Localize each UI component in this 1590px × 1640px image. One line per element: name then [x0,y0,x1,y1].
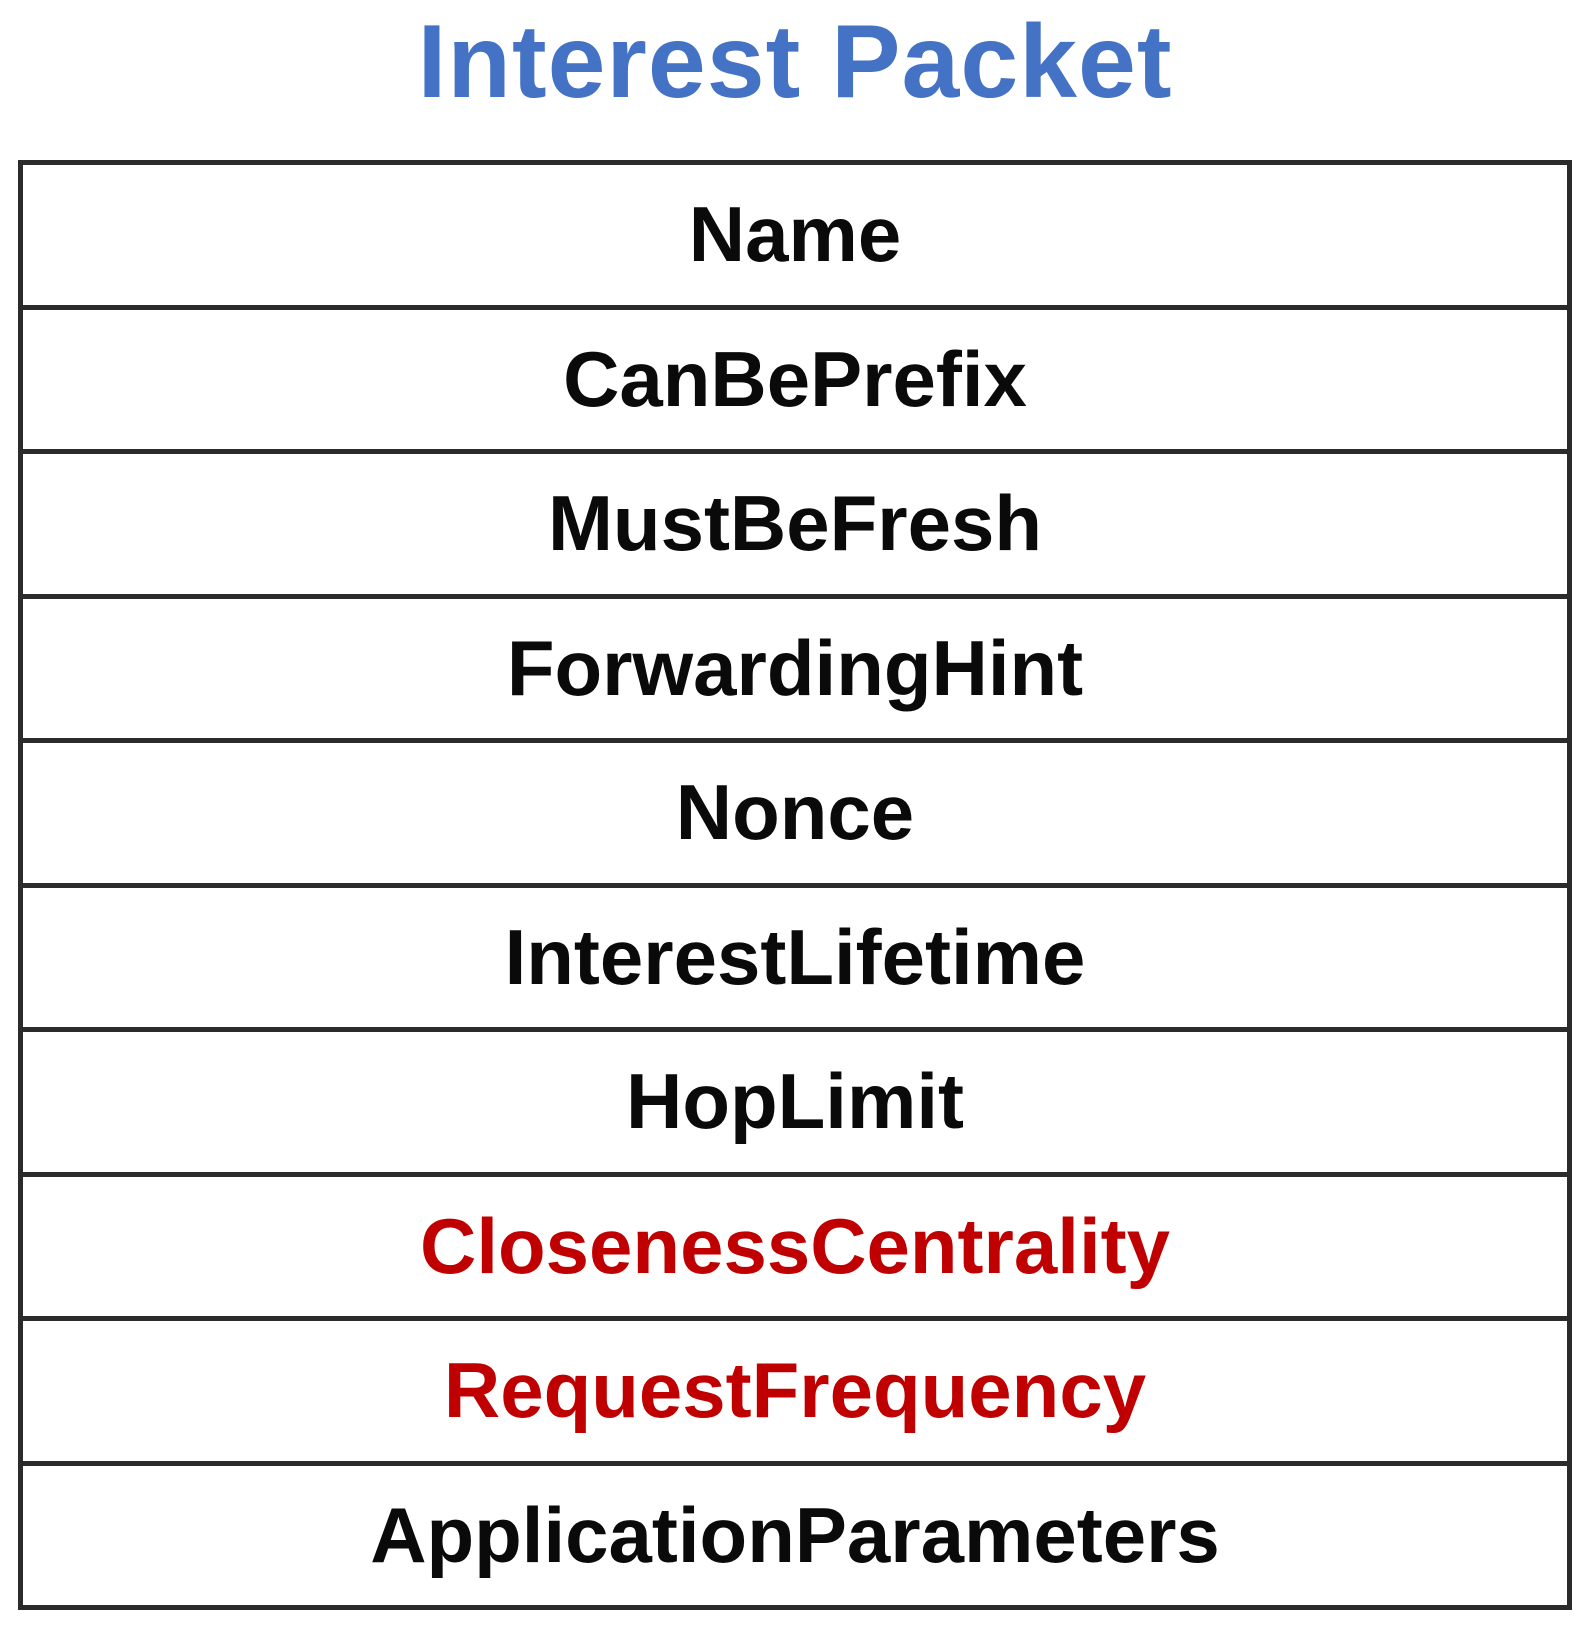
packet-field-label: ApplicationParameters [370,1490,1220,1579]
packet-field-row: Nonce [23,743,1567,888]
page-title: Interest Packet [417,4,1173,120]
packet-field-label: CanBePrefix [563,334,1027,423]
packet-field-row: HopLimit [23,1032,1567,1177]
packet-field-row: CanBePrefix [23,309,1567,454]
packet-field-row: ApplicationParameters [23,1465,1567,1605]
packet-field-row: Name [23,165,1567,310]
packet-field-row: MustBeFresh [23,454,1567,599]
packet-field-row: ClosenessCentrality [23,1176,1567,1321]
packet-field-label: MustBeFresh [547,479,1043,568]
packet-field-label: ForwardingHint [506,623,1084,712]
interest-packet-table: Name CanBePrefix MustBeFresh ForwardingH… [18,160,1572,1610]
packet-field-label: InterestLifetime [504,912,1086,1001]
packet-field-label: RequestFrequency [443,1346,1147,1435]
packet-field-row: InterestLifetime [23,887,1567,1032]
packet-field-row: ForwardingHint [23,598,1567,743]
packet-field-label: Name [688,190,902,279]
packet-field-label: Nonce [675,768,915,857]
packet-field-label: ClosenessCentrality [420,1201,1170,1290]
packet-field-label: HopLimit [626,1057,964,1146]
packet-field-row: RequestFrequency [23,1321,1567,1466]
